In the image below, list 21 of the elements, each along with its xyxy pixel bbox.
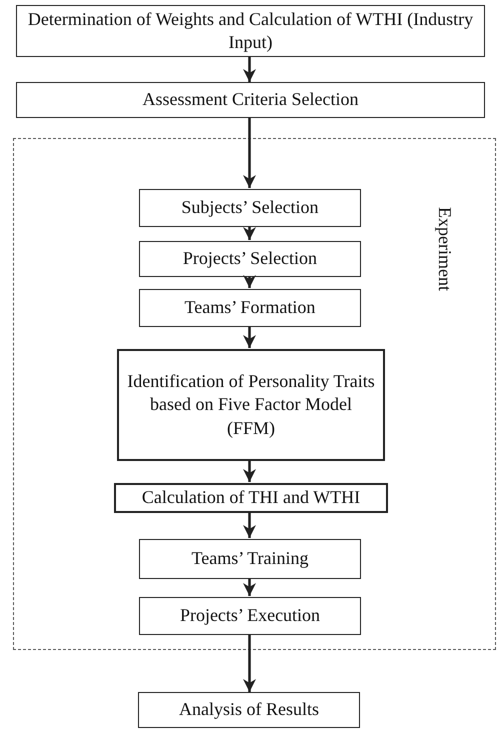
process-box: Identification of Personality Traits based on Five Factor Model (FFM) <box>117 349 385 461</box>
process-box: Calculation of THI and WTHI <box>114 483 388 513</box>
process-box: Determination of Weights and Calculation of WTHI (Industry Input) <box>16 5 485 57</box>
process-box: Subjects’ Selection <box>139 189 361 227</box>
arrow <box>243 57 256 82</box>
process-box: Teams’ Formation <box>139 289 361 327</box>
dashed-group-frame <box>13 138 496 650</box>
process-box: Teams’ Training <box>139 539 361 579</box>
arrow <box>243 326 256 348</box>
group-label: Experiment <box>434 207 456 291</box>
arrow <box>243 275 256 288</box>
arrow <box>243 460 256 482</box>
process-box: Assessment Criteria Selection <box>16 82 485 118</box>
process-box: Projects’ Selection <box>139 241 361 277</box>
process-box: Analysis of Results <box>138 692 360 728</box>
arrow <box>243 226 256 240</box>
process-box: Projects’ Execution <box>139 597 361 635</box>
arrow <box>243 512 256 538</box>
arrow <box>243 118 256 188</box>
arrow <box>243 634 256 692</box>
arrow <box>243 578 256 596</box>
